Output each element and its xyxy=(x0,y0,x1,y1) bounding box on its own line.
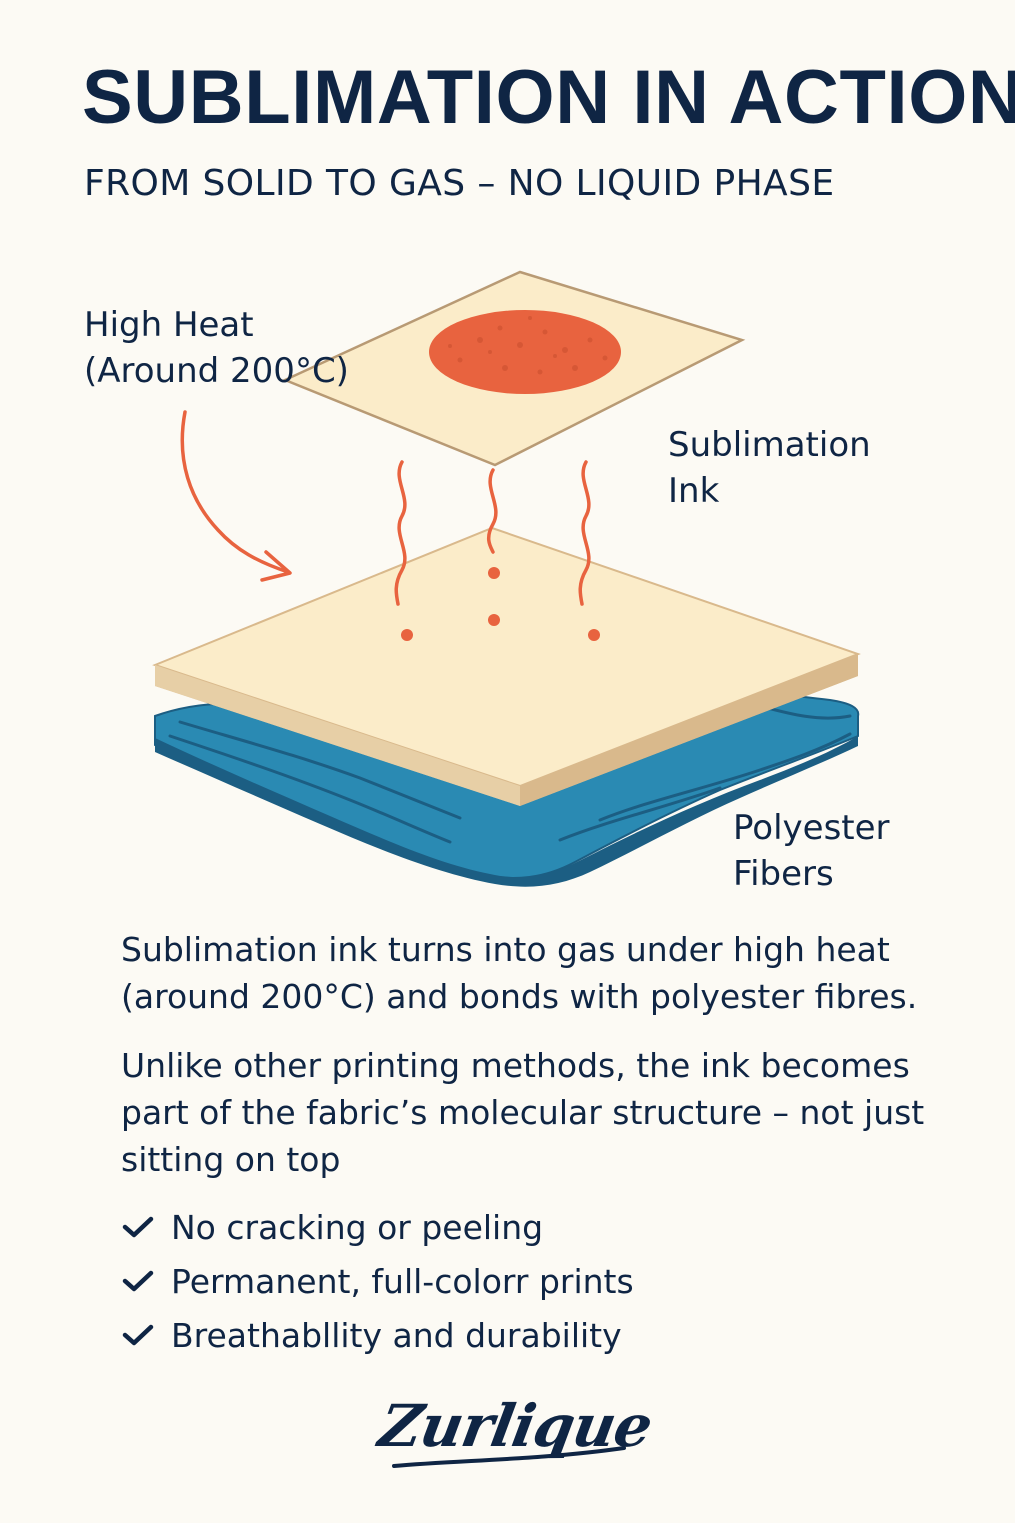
transfer-paper xyxy=(281,270,746,467)
checklist-item: No cracking or peeling xyxy=(121,1200,634,1254)
description-paragraph-1: Sublimation ink turns into gas under hig… xyxy=(121,930,918,1016)
fibers-label: Polyester Fibers xyxy=(733,808,890,894)
logo-swoosh-icon xyxy=(392,1446,626,1468)
ink-particles xyxy=(401,567,600,641)
checklist-item-label: Breathabllity and durability xyxy=(171,1315,622,1355)
heat-press-layer xyxy=(152,526,861,806)
sublimation-ink-blot xyxy=(429,310,621,394)
vapor-wave-icon xyxy=(394,460,591,606)
page-subtitle: FROM SOLID TO GAS – NO LIQUID PHASE xyxy=(84,163,835,204)
checkmark-icon xyxy=(122,1216,154,1238)
brand-logo: Zurlique xyxy=(374,1390,657,1480)
curved-arrow-icon xyxy=(180,410,292,582)
description-paragraph-2: Unlike other printing methods, the ink b… xyxy=(121,1046,925,1179)
ink-label: Sublimation Ink xyxy=(668,425,871,511)
checklist-item-label: Permanent, full-colorr prints xyxy=(171,1261,634,1301)
sublimation-diagram xyxy=(152,270,861,887)
checkmark-icon xyxy=(122,1270,154,1292)
heat-label: High Heat (Around 200°C) xyxy=(84,305,349,391)
benefits-checklist: No cracking or peeling Permanent, full-c… xyxy=(121,1200,634,1362)
checklist-item: Permanent, full-colorr prints xyxy=(121,1254,634,1308)
page-title: SUBLIMATION IN ACTION xyxy=(82,55,1015,140)
checkmark-icon xyxy=(122,1324,154,1346)
checklist-item-label: No cracking or peeling xyxy=(171,1207,544,1247)
checklist-item: Breathabllity and durability xyxy=(121,1308,634,1362)
